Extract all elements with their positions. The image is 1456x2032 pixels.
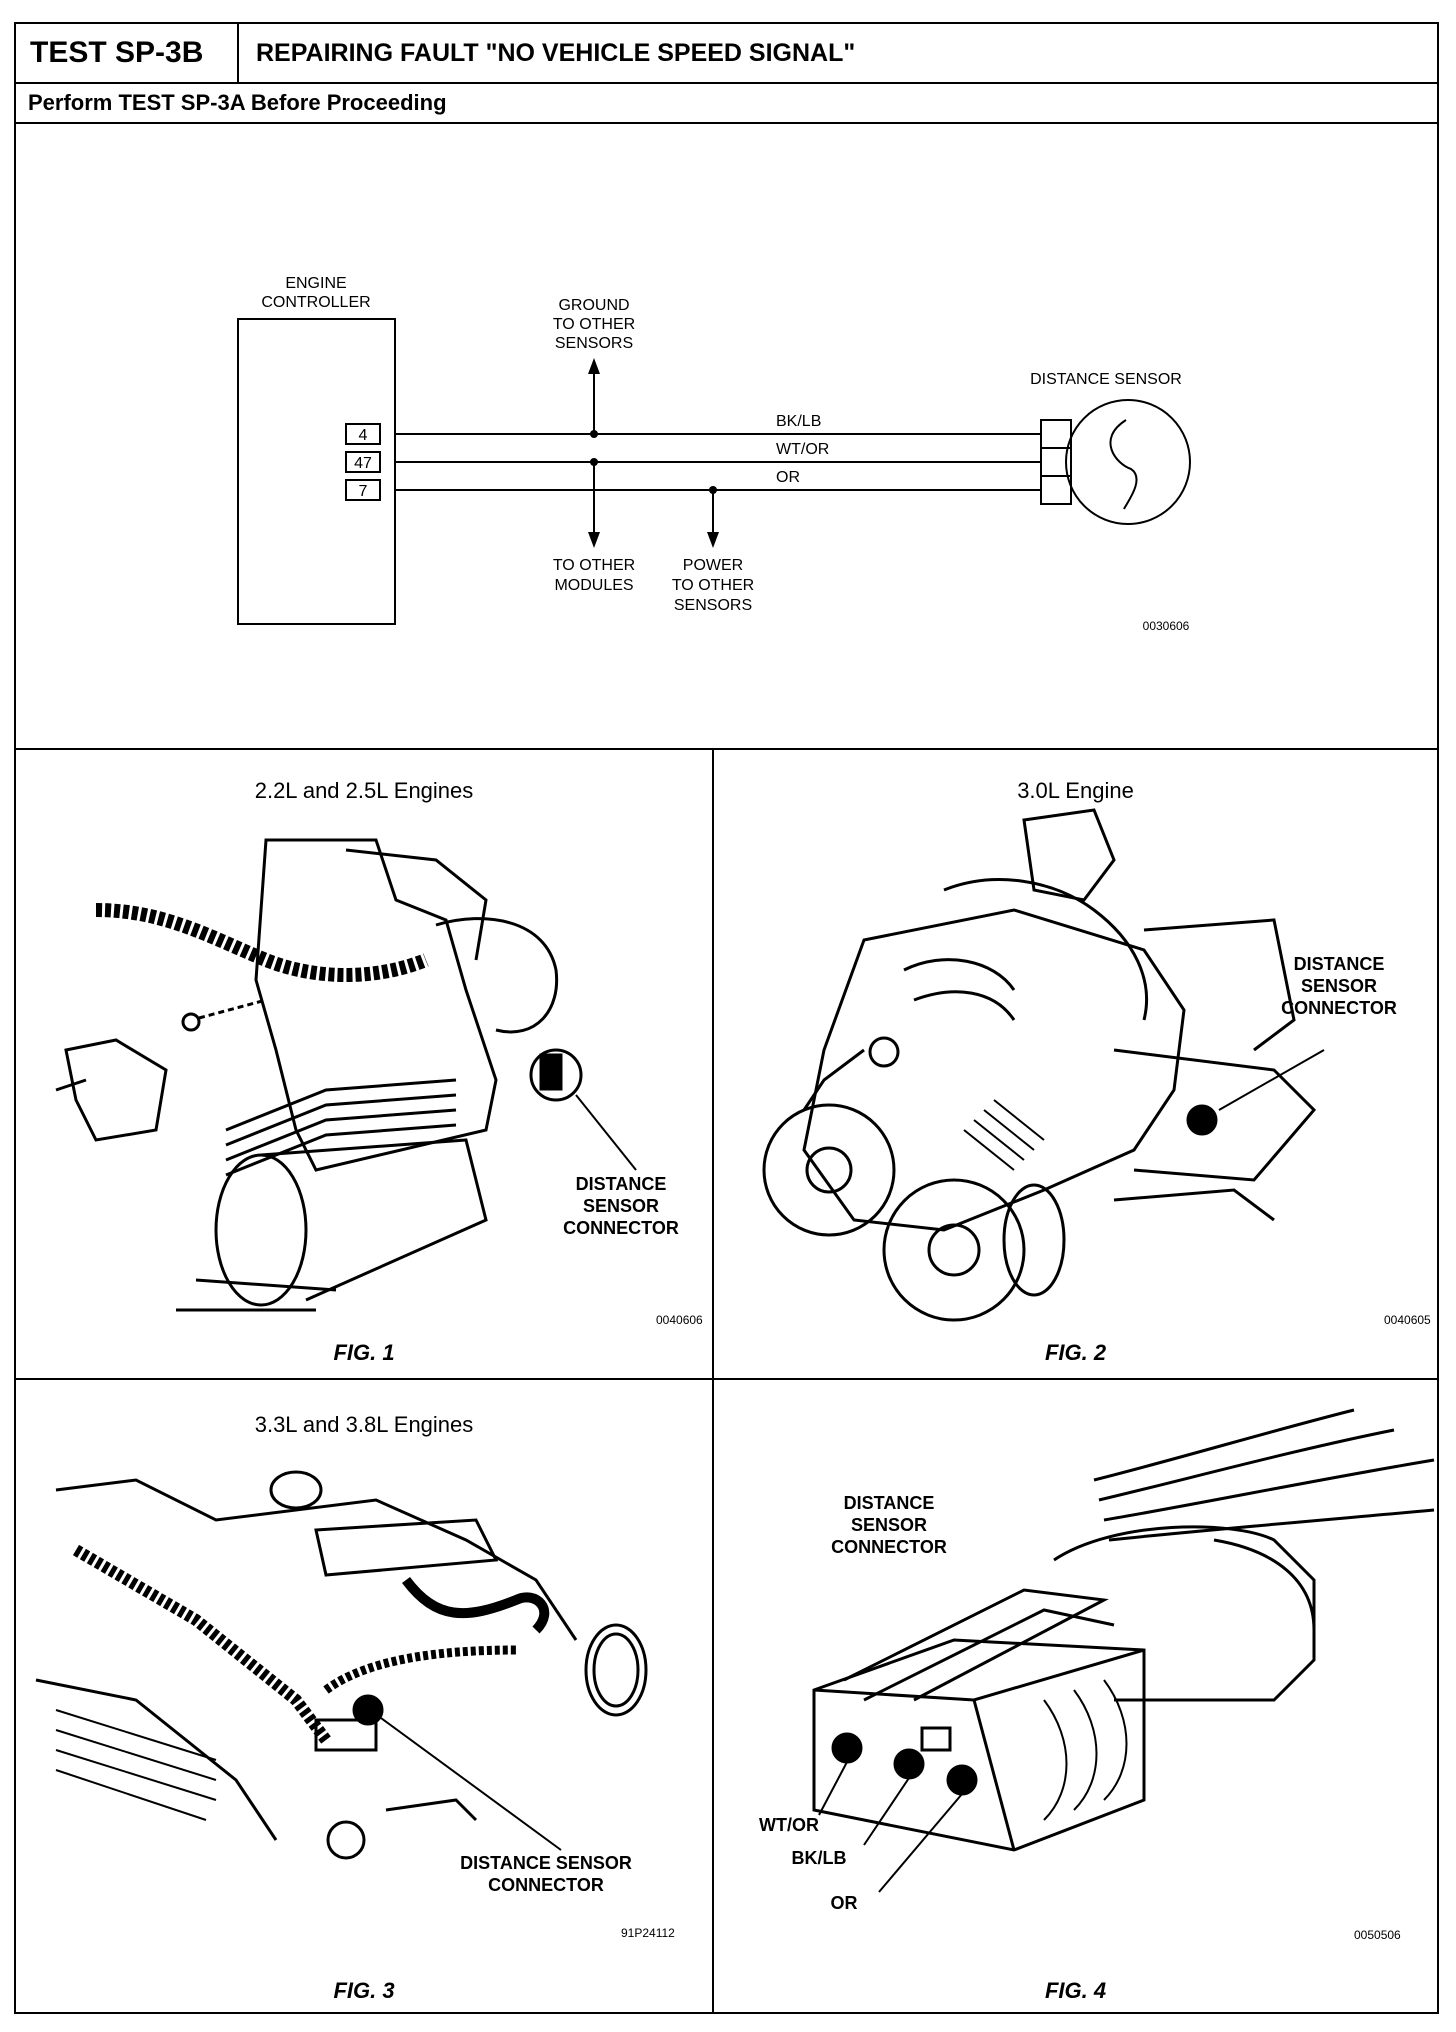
fig3-label-line-2: CONNECTOR	[488, 1875, 604, 1895]
fig3-label-line-1: DISTANCE SENSOR	[460, 1853, 632, 1873]
test-sheet: TEST SP-3B REPAIRING FAULT "NO VEHICLE S…	[14, 22, 1439, 2014]
engine-controller-label-1: ENGINE	[285, 275, 346, 292]
fig2-caption: FIG. 2	[1044, 1340, 1107, 1365]
wire-label-wt-or: WT/OR	[776, 441, 829, 458]
fig3-engine-illustration	[35, 1470, 648, 1860]
ground-label-1: GROUND	[558, 297, 629, 314]
fig3-label: DISTANCE SENSOR CONNECTOR	[416, 1852, 676, 1896]
engine-controller-label-2: CONTROLLER	[261, 294, 370, 311]
fig1-panel: 2.2L and 2.5L Engines	[16, 750, 714, 1380]
fig3-panel: 3.3L and 3.8L Engines	[16, 1380, 714, 2012]
fig4-connector-illustration	[812, 1408, 1435, 1893]
ground-label-3: SENSORS	[555, 335, 633, 352]
pin-box-4	[345, 423, 381, 445]
fig4-label-line-1: DISTANCE	[843, 1493, 935, 1513]
header-row: TEST SP-3B REPAIRING FAULT "NO VEHICLE S…	[16, 24, 1437, 84]
power-label-2: TO OTHER	[672, 577, 754, 594]
pin-box-47	[345, 451, 381, 473]
fig1-label-line-1: DISTANCE	[575, 1174, 667, 1194]
fig4-pin-label-wt-or: WT/OR	[759, 1815, 819, 1835]
fig4-label: DISTANCE SENSOR CONNECTOR	[814, 1492, 964, 1558]
distance-sensor-circle	[1065, 399, 1191, 525]
fig2-label-line-2: SENSOR	[1300, 976, 1378, 996]
fig4-label-line-3: CONNECTOR	[831, 1537, 947, 1557]
fig3-code: 91P24112	[621, 1926, 675, 1940]
sensor-terminal-1	[1040, 419, 1072, 449]
fig2-label: DISTANCE SENSOR CONNECTOR	[1259, 953, 1419, 1019]
power-label-1: POWER	[683, 557, 743, 574]
fig2-code: 0040605	[1384, 1313, 1431, 1327]
fig2-label-line-3: CONNECTOR	[1281, 998, 1397, 1018]
fig1-engine-illustration	[55, 838, 637, 1312]
ground-label-2: TO OTHER	[553, 316, 635, 333]
ground-arrow-icon	[588, 358, 600, 374]
fig2-panel: 3.0L Engine	[714, 750, 1437, 1380]
fig1-title: 2.2L and 2.5L Engines	[254, 778, 474, 803]
modules-arrow-icon	[588, 532, 600, 548]
pin-box-7	[345, 479, 381, 501]
fig2-label-line-1: DISTANCE	[1293, 954, 1385, 974]
fig2-title: 3.0L Engine	[1017, 778, 1134, 803]
fig4-label-line-2: SENSOR	[850, 1515, 928, 1535]
test-title: REPAIRING FAULT "NO VEHICLE SPEED SIGNAL…	[256, 39, 856, 67]
fig4-code: 0050506	[1354, 1928, 1401, 1942]
modules-label-1: TO OTHER	[553, 557, 635, 574]
fig2-engine-illustration	[762, 808, 1325, 1322]
wire-label-bk-lb: BK/LB	[776, 413, 821, 430]
pin-7: 7	[359, 483, 368, 500]
fig1-code: 0040606	[656, 1313, 703, 1327]
schematic-panel: ENGINE CONTROLLER 4 47 7 BK/LB WT/OR OR …	[16, 124, 1437, 750]
fig4-pin-label-or: OR	[830, 1893, 858, 1913]
modules-label-2: MODULES	[554, 577, 633, 594]
fig4-panel: DISTANCE SENSOR CONNECTOR WT/OR BK/LB OR…	[714, 1380, 1437, 2012]
fig3-caption: FIG. 3	[333, 1978, 395, 2003]
sensor-terminal-3	[1040, 475, 1072, 505]
fig3-title: 3.3L and 3.8L Engines	[254, 1412, 474, 1437]
fig1-caption: FIG. 1	[333, 1340, 395, 1365]
fig1-label-line-3: CONNECTOR	[563, 1218, 679, 1238]
wiring-schematic: ENGINE CONTROLLER 4 47 7 BK/LB WT/OR OR …	[237, 275, 1191, 633]
test-id: TEST SP-3B	[16, 24, 239, 82]
sensor-coil-icon	[1109, 419, 1138, 510]
fig4-caption: FIG. 4	[1044, 1978, 1107, 2003]
engine-controller-box	[237, 318, 396, 625]
schematic-code: 0030606	[1143, 619, 1190, 633]
pin-47: 47	[354, 455, 372, 472]
distance-sensor-label: DISTANCE SENSOR	[1030, 371, 1182, 388]
power-arrow-icon	[707, 532, 719, 548]
fig1-label-line-2: SENSOR	[582, 1196, 660, 1216]
pin-4: 4	[359, 427, 368, 444]
power-label-3: SENSORS	[674, 597, 752, 614]
fig1-label: DISTANCE SENSOR CONNECTOR	[546, 1173, 696, 1239]
fig4-pin-label-bk-lb: BK/LB	[791, 1848, 847, 1868]
prerequisite-note: Perform TEST SP-3A Before Proceeding	[16, 84, 1437, 124]
wire-label-or: OR	[776, 469, 800, 486]
